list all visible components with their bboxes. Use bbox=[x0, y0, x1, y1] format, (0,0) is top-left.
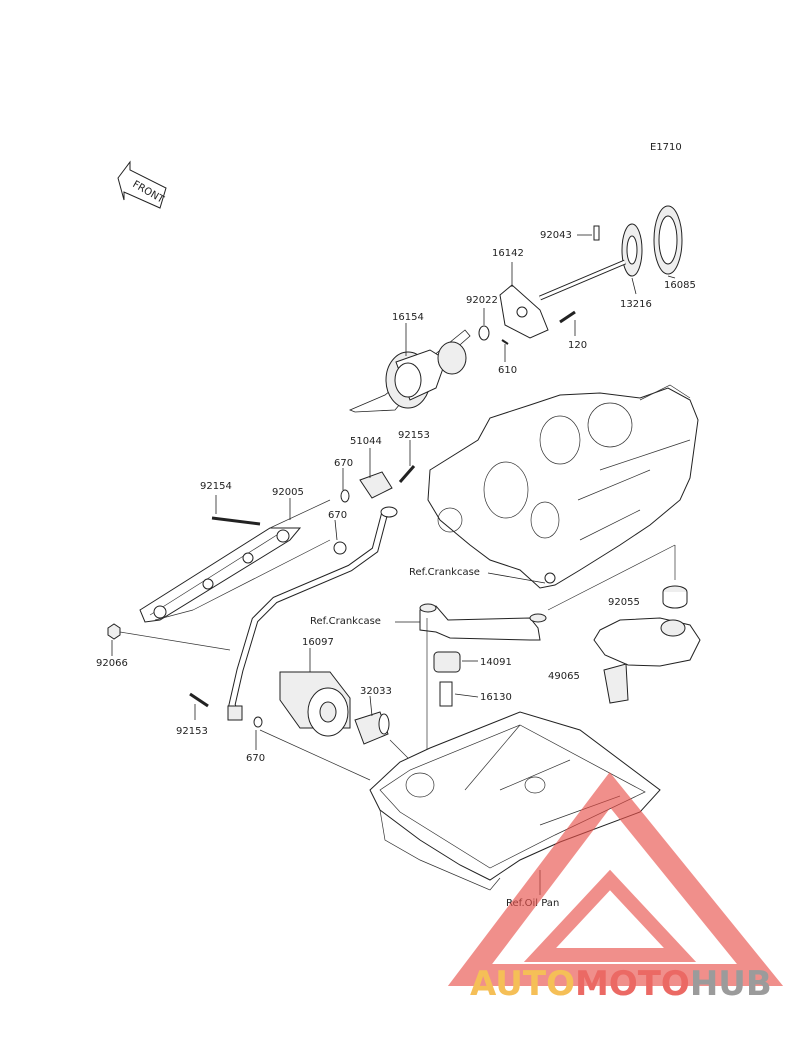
label-670-upper: 670 bbox=[334, 458, 353, 469]
label-16142: 16142 bbox=[492, 248, 524, 259]
ref-crankcase-upper: Ref.Crankcase bbox=[409, 567, 480, 578]
crankcase-icon bbox=[427, 384, 699, 589]
label-92066: 92066 bbox=[96, 658, 128, 669]
label-92043: 92043 bbox=[540, 230, 572, 241]
label-13216: 13216 bbox=[620, 299, 652, 310]
logo-moto: MOTO bbox=[575, 964, 690, 1004]
label-51044: 51044 bbox=[350, 436, 382, 447]
label-670-lower: 670 bbox=[246, 753, 265, 764]
label-92005: 92005 bbox=[272, 487, 304, 498]
oil-filter-icon bbox=[279, 671, 390, 745]
diagram-code: E1710 bbox=[650, 142, 682, 153]
oil-pump-rotor-icon bbox=[348, 329, 471, 413]
label-610: 610 bbox=[498, 365, 517, 376]
oil-pipe-connector-icon bbox=[419, 603, 547, 707]
label-14091: 14091 bbox=[480, 657, 512, 668]
label-92022: 92022 bbox=[466, 295, 498, 306]
label-670-middle: 670 bbox=[328, 510, 347, 521]
oil-strainer-icon bbox=[593, 585, 701, 704]
label-120: 120 bbox=[568, 340, 587, 351]
label-49065: 49065 bbox=[548, 671, 580, 682]
label-16085: 16085 bbox=[664, 280, 696, 291]
front-arrow-icon: FRONT bbox=[117, 160, 167, 209]
logo-auto: AUTO bbox=[470, 964, 575, 1004]
ref-crankcase-lower: Ref.Crankcase bbox=[310, 616, 381, 627]
label-32033: 32033 bbox=[360, 686, 392, 697]
oil-pan-icon bbox=[369, 711, 661, 891]
automotohub-logo: AUTOMOTOHUB bbox=[447, 772, 784, 1004]
label-92154: 92154 bbox=[200, 481, 232, 492]
label-92055: 92055 bbox=[608, 597, 640, 608]
pump-gear-icon bbox=[478, 205, 683, 345]
label-16097: 16097 bbox=[302, 637, 334, 648]
label-16154: 16154 bbox=[392, 312, 424, 323]
logo-hub: HUB bbox=[690, 964, 772, 1004]
svg-text:AUTOMOTOHUB: AUTOMOTOHUB bbox=[470, 964, 772, 1004]
label-92153-lower: 92153 bbox=[176, 726, 208, 737]
label-16130: 16130 bbox=[480, 692, 512, 703]
label-92153-upper: 92153 bbox=[398, 430, 430, 441]
